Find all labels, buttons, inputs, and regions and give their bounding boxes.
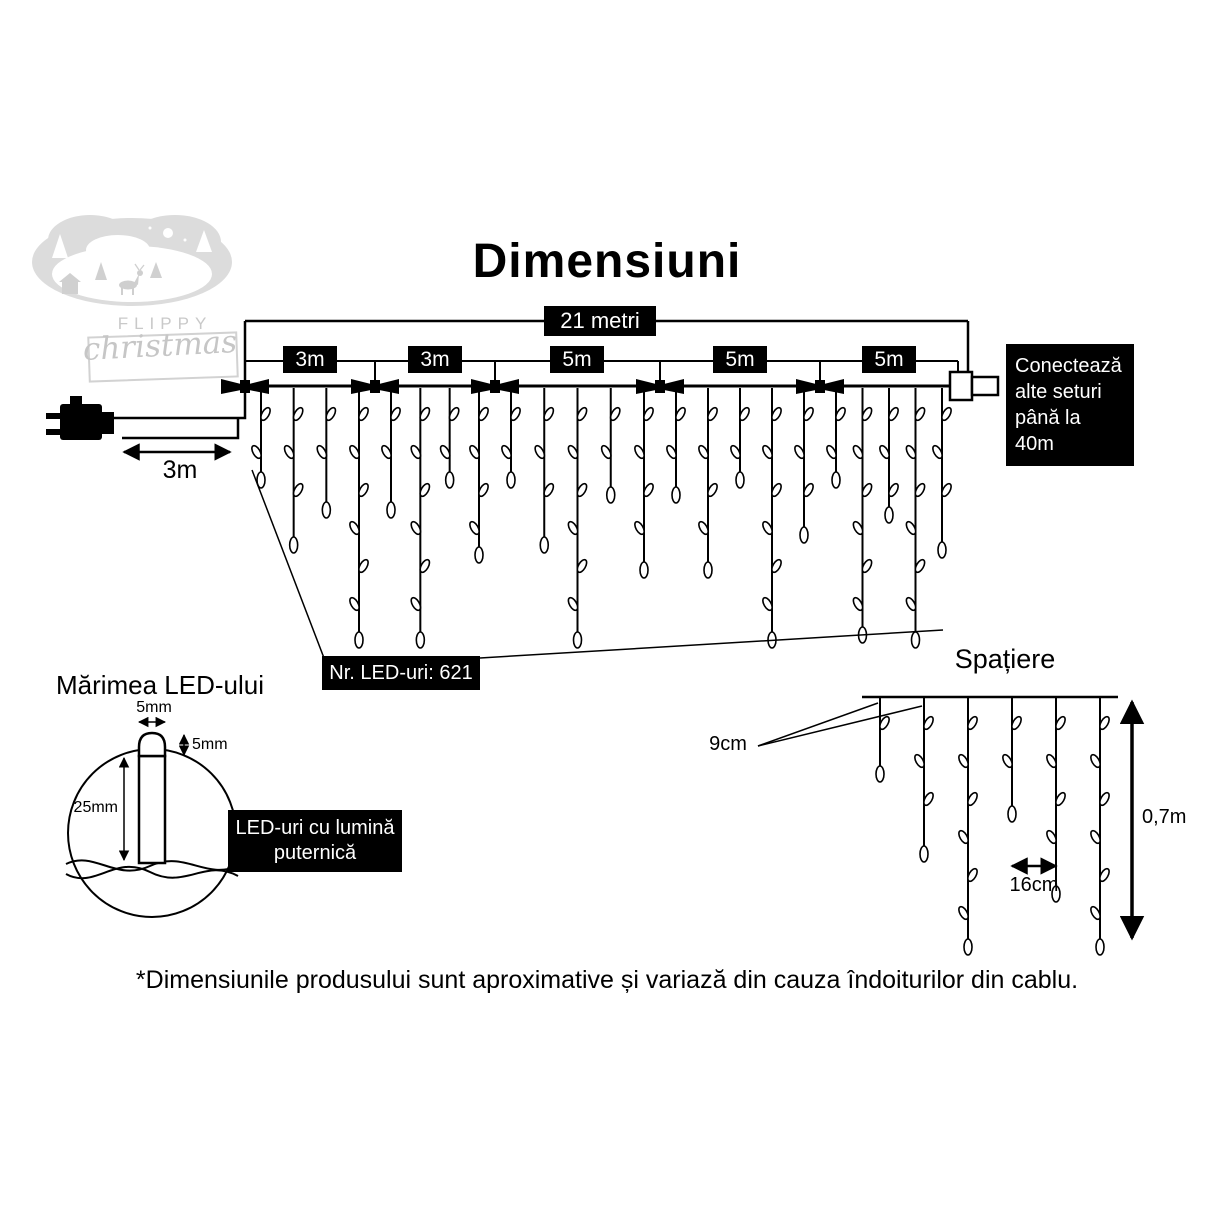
- logo-flippy-text: FLIPPY: [117, 314, 213, 333]
- spacing-heading: Spațiere: [954, 644, 1056, 674]
- drop-height-label: 0,7m: [1142, 806, 1187, 828]
- led-spacing-label: 16cm: [1009, 874, 1059, 896]
- lead-wire: [114, 388, 247, 440]
- page-title: Dimensiuni: [472, 235, 742, 288]
- power-plug: [46, 396, 114, 440]
- led-size-heading: Mărimea LED-ului: [55, 670, 265, 700]
- icicle-lights: [251, 388, 952, 649]
- segment-badge-3: 5m: [550, 346, 604, 373]
- led-zoom-circle: [65, 716, 239, 918]
- segment-badge-5: 5m: [862, 346, 916, 373]
- spacing-pointers: [757, 702, 923, 747]
- wire-connectors: [221, 379, 844, 394]
- drop-spacing-label: 9cm: [709, 733, 747, 755]
- spacing-drops: [875, 697, 1110, 956]
- led-width-label: 5mm: [136, 699, 172, 716]
- led-brightness-note: LED-uri cu lumină puternică: [228, 810, 402, 872]
- led-count-badge: Nr. LED-uri: 621: [322, 656, 480, 690]
- lead-length-label: 3m: [162, 456, 198, 484]
- end-connector: [948, 370, 1000, 402]
- disclaimer-text: *Dimensiunile produsului sunt aproximati…: [135, 966, 1079, 994]
- total-length-badge: 21 metri: [544, 306, 656, 336]
- segment-badge-4: 5m: [713, 346, 767, 373]
- connect-sets-note: Conectează alte seturi până la 40m: [1006, 344, 1134, 466]
- segment-badge-2: 3m: [408, 346, 462, 373]
- segment-badge-1: 3m: [283, 346, 337, 373]
- led-count-leaders: [251, 469, 944, 659]
- led-cap-label: 5mm: [192, 736, 228, 753]
- logo-papercut-graphic: [32, 215, 232, 306]
- led-body-label: 25mm: [73, 799, 118, 816]
